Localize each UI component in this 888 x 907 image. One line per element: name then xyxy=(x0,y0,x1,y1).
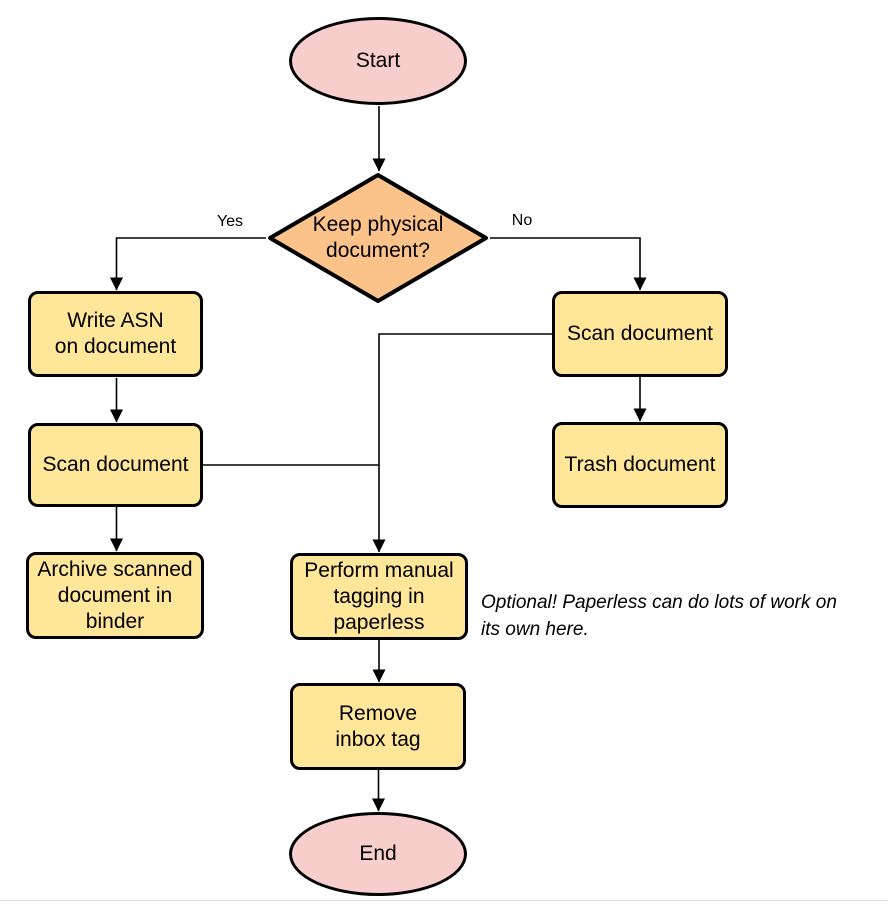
edge-decision-to-write-asn xyxy=(110,237,266,291)
node-start: Start xyxy=(289,17,467,105)
edge-decision-to-scan-right xyxy=(490,237,647,291)
node-write-asn-label: Write ASN on document xyxy=(54,309,177,358)
node-write-asn: Write ASN on document xyxy=(28,291,203,377)
annotation-note: Optional! Paperless can do lots of work … xyxy=(481,592,837,640)
node-scan-document-left-label: Scan document xyxy=(42,453,189,476)
node-decision-label: Keep physical document? xyxy=(312,213,444,262)
node-trash-document-label: Trash document xyxy=(564,453,716,476)
edge-scan-right-to-tagging xyxy=(372,333,552,553)
node-end: End xyxy=(289,812,467,896)
node-archive-binder-label: Archive scanned document in binder xyxy=(37,557,193,633)
node-trash-document: Trash document xyxy=(552,422,728,508)
node-scan-document-left: Scan document xyxy=(28,423,203,507)
node-decision: Keep physical document? xyxy=(266,172,490,304)
node-archive-binder: Archive scanned document in binder xyxy=(26,552,204,639)
diamond-icon xyxy=(268,173,488,303)
edge-label-yes: Yes xyxy=(216,213,244,230)
node-manual-tagging-label: Perform manual tagging in paperless xyxy=(304,558,454,634)
bottom-divider xyxy=(0,900,888,901)
node-end-label: End xyxy=(359,842,397,865)
node-manual-tagging: Perform manual tagging in paperless xyxy=(290,553,468,640)
node-scan-document-right: Scan document xyxy=(552,291,728,377)
node-start-label: Start xyxy=(355,49,401,72)
node-remove-inbox-tag: Remove inbox tag xyxy=(290,683,466,770)
node-scan-document-right-label: Scan document xyxy=(567,322,713,345)
node-remove-inbox-tag-label: Remove inbox tag xyxy=(335,701,421,751)
edge-label-no: No xyxy=(511,212,533,229)
